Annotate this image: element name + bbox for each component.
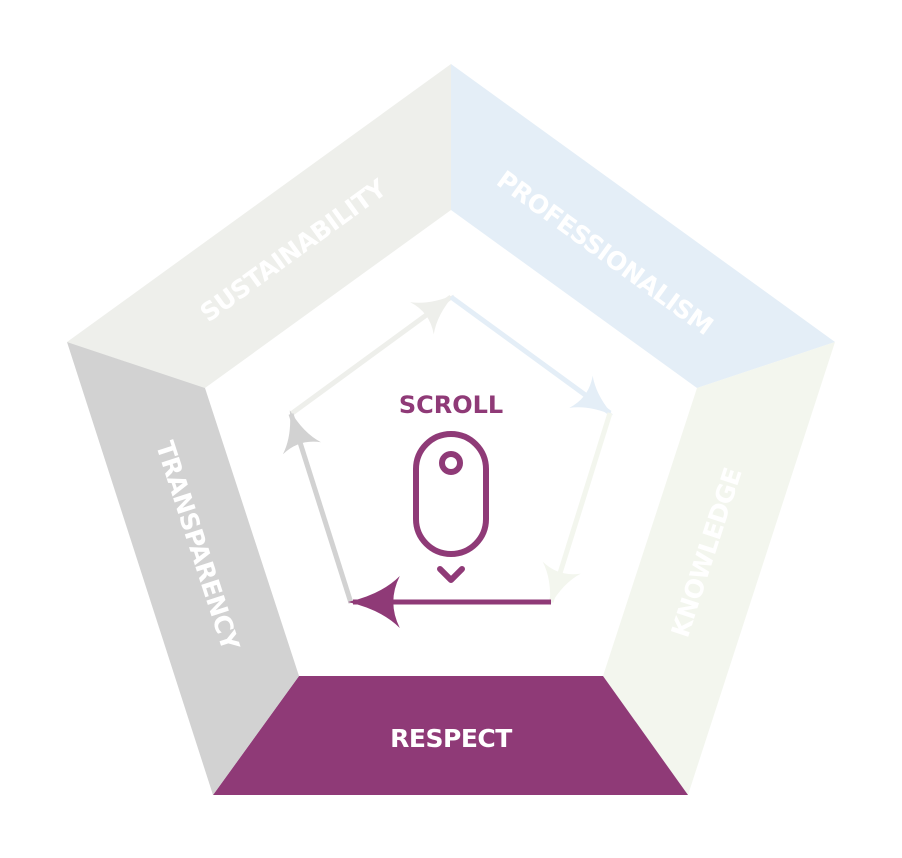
label-respect: RESPECT xyxy=(390,724,512,753)
arrow-professionalism xyxy=(449,294,614,416)
segment-professionalism[interactable] xyxy=(451,64,835,388)
segment-transparency[interactable] xyxy=(67,342,299,795)
arrow-knowledge xyxy=(542,412,613,606)
arrow-transparency xyxy=(282,410,354,604)
arrow-sustainability xyxy=(289,294,455,417)
segment-respect[interactable] xyxy=(213,676,688,795)
scroll-label: SCROLL xyxy=(399,391,503,419)
mouse-scroll-icon[interactable] xyxy=(413,431,489,583)
segment-knowledge[interactable] xyxy=(603,342,835,795)
segment-sustainability[interactable] xyxy=(67,64,451,388)
